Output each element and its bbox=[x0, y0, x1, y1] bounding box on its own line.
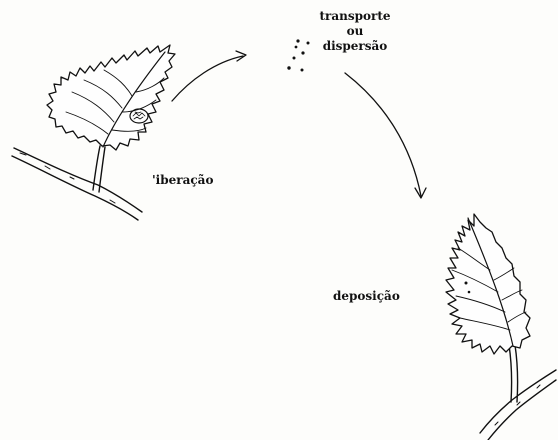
deposition-label: deposição bbox=[333, 289, 400, 304]
release-arrow bbox=[172, 51, 246, 101]
transport-dispersal-label: transporte ou dispersão bbox=[300, 9, 410, 54]
liberation-label: 'iberação bbox=[152, 173, 213, 188]
transport-label-line1: transporte bbox=[300, 9, 410, 24]
dispersal-arrow bbox=[345, 73, 426, 198]
transport-label-line3: dispersão bbox=[300, 39, 410, 54]
transport-label-line2: ou bbox=[300, 24, 410, 39]
source-leaf-illustration bbox=[12, 45, 175, 220]
target-leaf-illustration bbox=[446, 214, 556, 440]
